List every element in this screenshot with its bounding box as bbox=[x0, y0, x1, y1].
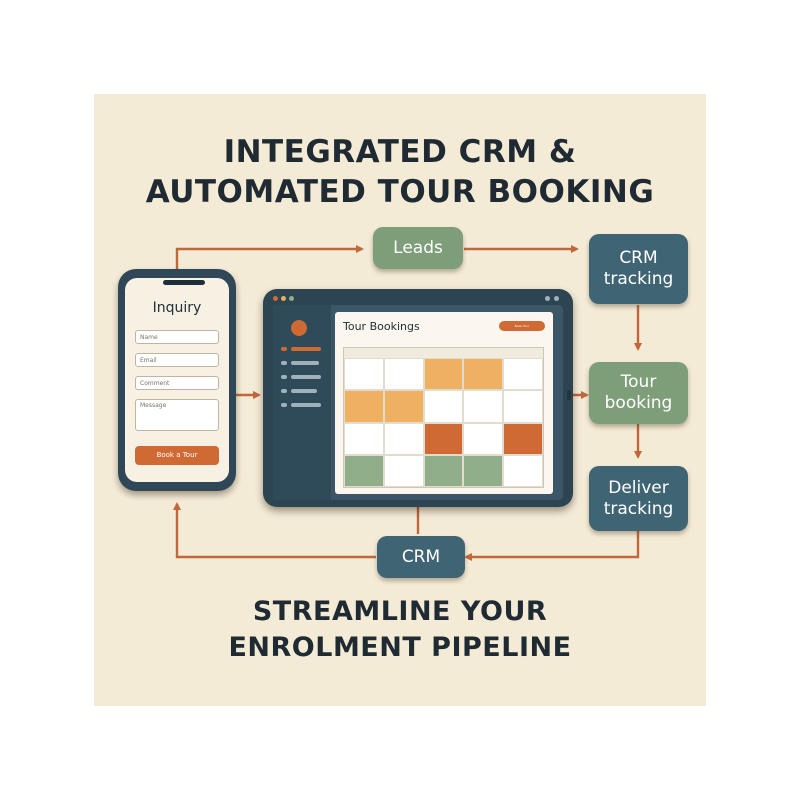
crm-label: CRM bbox=[401, 546, 441, 567]
tour-booking-label-line-1: Tour bbox=[620, 372, 657, 392]
sidebar-item[interactable] bbox=[291, 389, 317, 393]
calendar-cell[interactable] bbox=[423, 390, 464, 423]
sidebar-item-icon[interactable] bbox=[281, 403, 287, 407]
headline-top: INTEGRATED CRM & AUTOMATED TOUR BOOKING bbox=[94, 132, 706, 212]
message-field[interactable]: Message bbox=[135, 399, 219, 431]
window-control-icon bbox=[545, 296, 550, 301]
calendar-day-header bbox=[344, 348, 384, 358]
arrow-phone-to-leads bbox=[175, 245, 364, 269]
calendar-day-header bbox=[463, 348, 504, 358]
calendar-cell[interactable] bbox=[344, 422, 384, 455]
tour-booking-box: Tour booking bbox=[589, 362, 688, 424]
crm-box: CRM bbox=[377, 536, 465, 578]
calendar-cell[interactable] bbox=[463, 390, 504, 423]
calendar-cell[interactable] bbox=[463, 358, 504, 391]
window-dot-icon bbox=[289, 296, 294, 301]
tablet-device: Tour Bookings Book Tour bbox=[263, 289, 573, 507]
phone-device: Inquiry Name Email Comment Message Book … bbox=[118, 269, 236, 491]
tour-bookings-title: Tour Bookings bbox=[343, 320, 420, 333]
leads-box: Leads bbox=[373, 227, 463, 269]
book-tour-button[interactable]: Book Tour bbox=[499, 321, 545, 331]
calendar-cell[interactable] bbox=[383, 358, 424, 391]
sidebar-item-icon[interactable] bbox=[281, 347, 287, 351]
tour-booking-label-line-2: booking bbox=[604, 393, 673, 413]
calendar-cell[interactable] bbox=[423, 454, 464, 487]
sidebar-item-active[interactable] bbox=[291, 347, 321, 351]
window-dot-icon bbox=[281, 296, 286, 301]
headline-bottom: STREAMLINE YOUR ENROLMENT PIPELINE bbox=[94, 594, 706, 666]
calendar-cell[interactable] bbox=[423, 422, 464, 455]
deliver-tracking-box: Deliver tracking bbox=[589, 466, 688, 531]
headline-top-line-2: AUTOMATED TOUR BOOKING bbox=[145, 174, 655, 210]
calendar-cell[interactable] bbox=[463, 422, 504, 455]
tablet-home-button bbox=[567, 390, 571, 400]
sidebar-item-icon[interactable] bbox=[281, 375, 287, 379]
calendar-day-header bbox=[383, 348, 424, 358]
app-sidebar bbox=[273, 305, 331, 500]
calendar-day-header bbox=[423, 348, 464, 358]
calendar-cell[interactable] bbox=[344, 358, 384, 391]
sidebar-item[interactable] bbox=[291, 361, 319, 365]
comment-field[interactable]: Comment bbox=[135, 376, 219, 390]
booking-calendar bbox=[343, 347, 544, 488]
calendar-cell[interactable] bbox=[383, 390, 424, 423]
calendar-cell[interactable] bbox=[383, 422, 424, 455]
leads-label: Leads bbox=[393, 237, 443, 258]
calendar-day-header bbox=[503, 348, 543, 358]
sidebar-item-icon[interactable] bbox=[281, 389, 287, 393]
tablet-screen: Tour Bookings Book Tour bbox=[273, 305, 563, 500]
phone-notch bbox=[163, 280, 205, 285]
sidebar-item[interactable] bbox=[291, 403, 321, 407]
window-control-icon bbox=[554, 296, 559, 301]
headline-bottom-line-2: ENROLMENT PIPELINE bbox=[228, 632, 572, 663]
tablet-window-controls bbox=[273, 295, 563, 303]
name-field[interactable]: Name bbox=[135, 330, 219, 344]
inquiry-title: Inquiry bbox=[152, 300, 202, 316]
poster: INTEGRATED CRM & AUTOMATED TOUR BOOKING … bbox=[94, 94, 706, 706]
calendar-cell[interactable] bbox=[344, 390, 384, 423]
calendar-cell[interactable] bbox=[503, 390, 543, 423]
sidebar-item[interactable] bbox=[291, 375, 321, 379]
headline-bottom-line-1: STREAMLINE YOUR bbox=[252, 596, 548, 627]
book-a-tour-button[interactable]: Book a Tour bbox=[135, 446, 219, 465]
app-logo-icon bbox=[291, 320, 307, 336]
calendar-cell[interactable] bbox=[423, 358, 464, 391]
calendar-cell[interactable] bbox=[344, 454, 384, 487]
crm-tracking-label-line-2: tracking bbox=[603, 269, 674, 289]
calendar-cell[interactable] bbox=[383, 454, 424, 487]
sidebar-item-icon[interactable] bbox=[281, 361, 287, 365]
crm-tracking-box: CRM tracking bbox=[589, 234, 688, 304]
calendar-cell[interactable] bbox=[503, 454, 543, 487]
calendar-cell[interactable] bbox=[463, 454, 504, 487]
window-dot-icon bbox=[273, 296, 278, 301]
calendar-cell[interactable] bbox=[503, 422, 543, 455]
crm-tracking-label-line-1: CRM bbox=[619, 248, 658, 268]
arrow-crm-to-phone bbox=[173, 502, 376, 559]
deliver-tracking-label-line-1: Deliver bbox=[608, 477, 669, 498]
headline-top-line-1: INTEGRATED CRM & bbox=[223, 134, 577, 170]
bookings-panel: Tour Bookings Book Tour bbox=[335, 312, 553, 494]
email-field[interactable]: Email bbox=[135, 353, 219, 367]
calendar-cell[interactable] bbox=[503, 358, 543, 391]
deliver-tracking-label-line-2: tracking bbox=[603, 498, 674, 519]
phone-screen: Inquiry Name Email Comment Message Book … bbox=[125, 278, 229, 482]
